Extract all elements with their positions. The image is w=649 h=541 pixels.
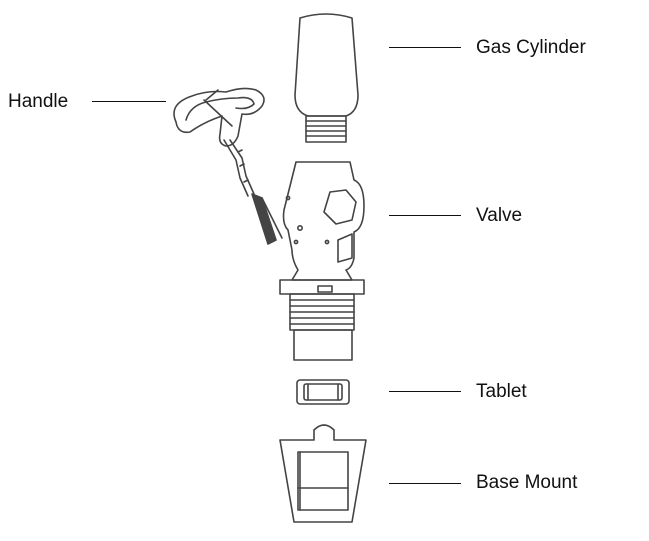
tablet-leader-line — [389, 391, 461, 392]
tablet-label: Tablet — [476, 381, 527, 402]
tablet-part — [296, 379, 350, 405]
handle-part — [173, 87, 283, 245]
valve-leader-line — [389, 215, 461, 216]
handle-leader-line — [92, 101, 166, 102]
valve-label: Valve — [476, 205, 523, 226]
gas-cylinder-leader-line — [389, 47, 461, 48]
base-mount-part — [279, 424, 367, 523]
valve-part — [279, 161, 365, 361]
handle-label: Handle — [8, 91, 69, 112]
base-mount-label: Base Mount — [476, 472, 578, 493]
base-mount-leader-line — [389, 483, 461, 484]
gas-cylinder-label: Gas Cylinder — [476, 37, 586, 58]
gas-cylinder-part — [294, 13, 359, 143]
